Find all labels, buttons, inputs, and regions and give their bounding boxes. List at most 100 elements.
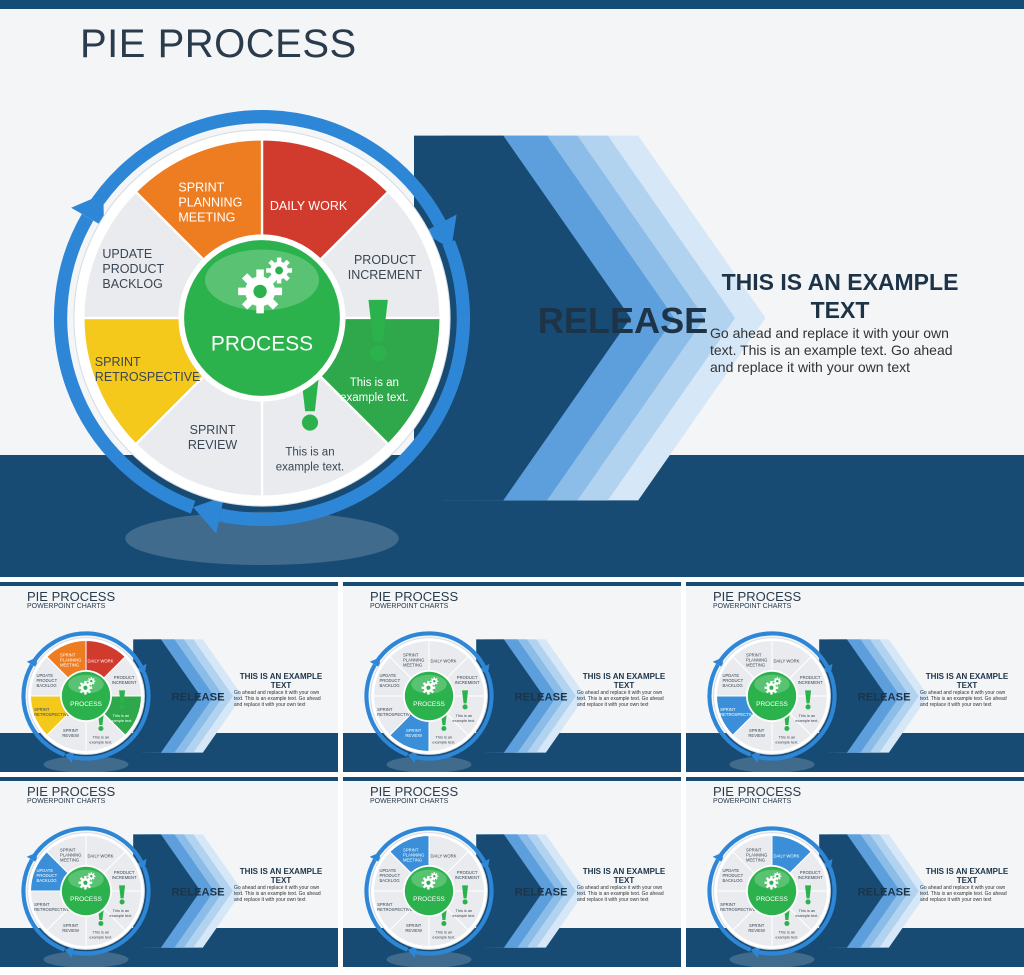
thumb-segment-label-6: RETROSPECTIVE: [720, 907, 756, 912]
segment-label-3: This is an: [350, 377, 399, 389]
top-accent-bar: [0, 0, 1024, 9]
process-label: PROCESS: [413, 701, 445, 708]
thumb-segment-label-2: PRODUCT: [114, 675, 135, 680]
segment-label-4: example text.: [276, 461, 344, 473]
thumb-segment-label-7: BACKLOG: [379, 878, 399, 883]
thumb-example-heading: THIS IS AN EXAMPLE TEXT: [239, 672, 323, 690]
thumb-title: PIE PROCESS: [27, 589, 116, 604]
segment-label-6: RETROSPECTIVE: [95, 370, 201, 384]
thumb-segment-label-6: RETROSPECTIVE: [34, 712, 70, 717]
thumb-segment-label-7: UPDATE: [379, 673, 396, 678]
thumb-segment-label-5: REVIEW: [748, 928, 765, 933]
thumb-segment-label-8: MEETING: [403, 858, 422, 863]
thumb-segment-label-5: SPRINT: [63, 923, 79, 928]
thumb-segment-label-5: SPRINT: [749, 728, 765, 733]
thumb-segment-label-6: SPRINT: [377, 902, 393, 907]
thumb-segment-label-3: This is an: [799, 714, 816, 718]
process-center[interactable]: PROCESS: [178, 234, 346, 402]
thumb-subtitle: POWERPOINT CHARTS: [370, 798, 449, 805]
thumb-segment-label-3: example text.: [452, 914, 475, 918]
segment-label-6: SPRINT: [95, 355, 141, 369]
thumb-segment-label-8: PLANNING: [60, 852, 81, 857]
thumb-segment-label-5: REVIEW: [405, 733, 422, 738]
segment-label-7: BACKLOG: [102, 277, 162, 291]
thumb-segment-label-1: DAILY WORK: [87, 659, 113, 664]
release-label: RELEASE: [538, 300, 708, 341]
thumb-segment-label-7: UPDATE: [36, 673, 53, 678]
thumb-segment-label-8: PLANNING: [403, 852, 424, 857]
process-center[interactable]: PROCESS: [746, 865, 798, 917]
thumb-segment-label-7: PRODUCT: [36, 678, 57, 683]
process-label: PROCESS: [211, 332, 313, 355]
small-gear-icon: [430, 677, 439, 686]
thumb-segment-label-4: example text.: [89, 936, 112, 940]
thumb-title: PIE PROCESS: [370, 589, 459, 604]
process-center[interactable]: PROCESS: [60, 865, 112, 917]
segment-label-2: PRODUCT: [354, 253, 416, 267]
thumb-segment-label-2: INCREMENT: [112, 680, 137, 685]
thumb-segment-label-8: MEETING: [403, 663, 422, 668]
process-center[interactable]: PROCESS: [746, 670, 798, 722]
thumb-top-bar: [343, 582, 681, 586]
thumb-segment-label-3: This is an: [456, 909, 473, 913]
thumb-segment-label-7: UPDATE: [36, 868, 53, 873]
thumb-segment-label-8: MEETING: [746, 663, 765, 668]
thumb-segment-label-1: DAILY WORK: [430, 659, 456, 664]
cycle-arrows: [21, 631, 151, 763]
thumb-subtitle: POWERPOINT CHARTS: [27, 798, 106, 805]
thumb-segment-label-1: DAILY WORK: [430, 854, 456, 859]
segment-label-1: DAILY WORK: [270, 199, 348, 213]
process-label: PROCESS: [70, 701, 102, 708]
exclamation-icon: [805, 690, 812, 710]
small-gear-icon: [773, 872, 782, 881]
thumb-segment-label-3: example text.: [109, 914, 132, 918]
thumb-example-heading: THIS IS AN EXAMPLE TEXT: [239, 867, 323, 885]
process-center[interactable]: PROCESS: [403, 670, 455, 722]
release-chevrons: [133, 834, 243, 948]
process-center[interactable]: PROCESS: [60, 670, 112, 722]
thumb-segment-label-4: This is an: [93, 736, 110, 740]
thumb-segment-label-8: MEETING: [60, 663, 79, 668]
release-chevrons: [414, 135, 766, 501]
cycle-arrows: [364, 631, 494, 763]
thumb-segment-label-5: REVIEW: [62, 928, 79, 933]
segment-label-8: MEETING: [178, 211, 235, 225]
thumb-segment-label-5: REVIEW: [405, 928, 422, 933]
thumb-example-heading: THIS IS AN EXAMPLE TEXT: [925, 867, 1009, 885]
thumb-subtitle: POWERPOINT CHARTS: [27, 603, 106, 610]
thumb-top-bar: [343, 777, 681, 781]
thumb-segment-label-8: PLANNING: [60, 657, 81, 662]
thumb-segment-label-4: This is an: [779, 736, 796, 740]
thumb-segment-label-5: REVIEW: [748, 733, 765, 738]
thumb-segment-label-4: example text.: [432, 936, 455, 940]
segment-label-8: SPRINT: [178, 181, 224, 195]
thumb-segment-label-8: SPRINT: [746, 847, 762, 852]
thumb-segment-label-4: example text.: [775, 936, 798, 940]
segment-label-3: example text.: [340, 392, 408, 404]
process-center[interactable]: PROCESS: [403, 865, 455, 917]
thumb-segment-label-3: example text.: [795, 914, 818, 918]
segment-label-8: PLANNING: [178, 196, 242, 210]
cycle-arrows: [707, 631, 837, 763]
thumb-segment-label-8: SPRINT: [60, 652, 76, 657]
thumb-segment-label-8: SPRINT: [60, 847, 76, 852]
thumb-segment-label-4: example text.: [89, 741, 112, 745]
thumb-segment-label-7: UPDATE: [722, 673, 739, 678]
thumb-segment-label-2: PRODUCT: [457, 675, 478, 680]
thumb-top-bar: [686, 777, 1024, 781]
process-label: PROCESS: [756, 896, 788, 903]
reflection-shadow: [729, 951, 815, 967]
thumb-segment-label-3: This is an: [456, 714, 473, 718]
reflection-shadow: [43, 951, 129, 967]
thumb-example-body: Go ahead and replace it with your own te…: [234, 690, 321, 708]
thumb-segment-label-6: RETROSPECTIVE: [34, 907, 70, 912]
